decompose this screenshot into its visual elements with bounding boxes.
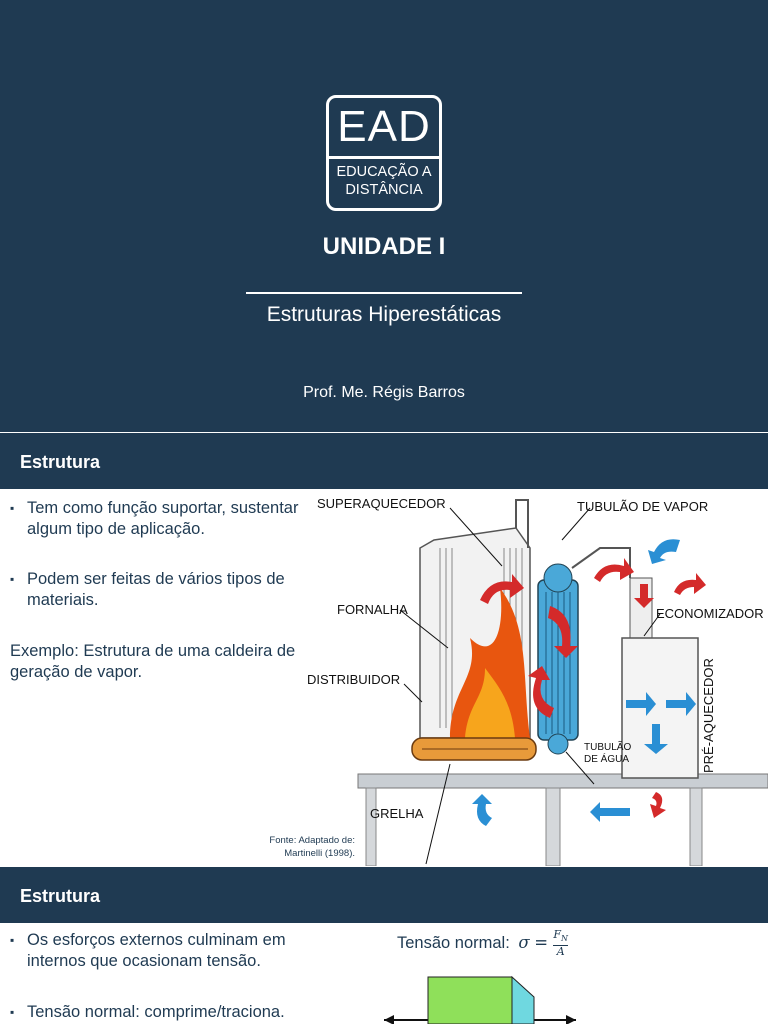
unit-title: UNIDADE I — [322, 233, 446, 260]
ead-logo: EAD EDUCAÇÃO A DISTÂNCIA — [326, 95, 442, 211]
label-tubulao-vapor: TUBULÃO DE VAPOR — [577, 499, 708, 514]
formula-sigma: σ — [518, 932, 530, 952]
title-rule — [246, 292, 522, 294]
label-economizador: ECONOMIZADOR — [656, 606, 764, 621]
formula-label: Tensão normal: — [397, 933, 510, 952]
author-name: Prof. Me. Régis Barros — [303, 384, 465, 401]
title-slide: EAD EDUCAÇÃO A DISTÂNCIA UNIDADE I Estru… — [0, 0, 768, 432]
label-grelha: GRELHA — [370, 806, 424, 821]
label-tubulao-agua-2: DE ÁGUA — [584, 752, 629, 765]
bullet-icon: ▪ — [10, 572, 15, 586]
logo-line2: DISTÂNCIA — [345, 182, 423, 198]
formula-fraction: FN A — [553, 928, 568, 959]
label-fornalha: FORNALHA — [337, 602, 408, 617]
bullet-item: ▪ Os esforços externos culminam em inter… — [10, 931, 286, 970]
stress-block-diagram — [384, 975, 576, 1024]
bullet-item: ▪ Tensão normal: comprime/traciona. — [10, 1003, 285, 1021]
slide-header: Estrutura — [0, 433, 768, 489]
bullet-item: ▪ Tem como função suportar, sustentar al… — [10, 499, 299, 538]
label-superaquecedor: SUPERAQUECEDOR — [317, 496, 446, 511]
example-text: Exemplo: Estrutura de uma caldeira de ge… — [10, 642, 296, 681]
normal-stress-formula: Tensão normal: σ = FN A — [397, 928, 568, 959]
boiler-diagram: SUPERAQUECEDOR TUBULÃO DE VAPOR FORNALHA… — [307, 496, 768, 866]
slide-header: Estrutura — [0, 867, 768, 923]
course-subtitle: Estruturas Hiperestáticas — [266, 303, 502, 326]
logo-line1: EDUCAÇÃO A — [336, 164, 432, 180]
logo-divider — [329, 156, 439, 159]
structure-slide-1: Estrutura ▪ Tem como função suportar, su… — [0, 433, 768, 866]
bullet-item: ▪ Podem ser feitas de vários tipos de ma… — [10, 570, 285, 609]
bullet-icon: ▪ — [10, 933, 15, 947]
label-tubulao-agua-1: TUBULÃO — [584, 740, 631, 753]
label-pre-aquecedor: PRÉ-AQUECEDOR — [701, 658, 716, 773]
bullet-icon: ▪ — [10, 501, 15, 515]
bullet-icon: ▪ — [10, 1005, 15, 1019]
logo-ead-text: EAD — [337, 102, 431, 151]
label-distribuidor: DISTRIBUIDOR — [307, 672, 400, 687]
structure-slide-2: Estrutura ▪ Os esforços externos culmina… — [0, 867, 768, 1024]
figure-source: Fonte: Adaptado de: Martinelli (1998). — [269, 835, 355, 859]
